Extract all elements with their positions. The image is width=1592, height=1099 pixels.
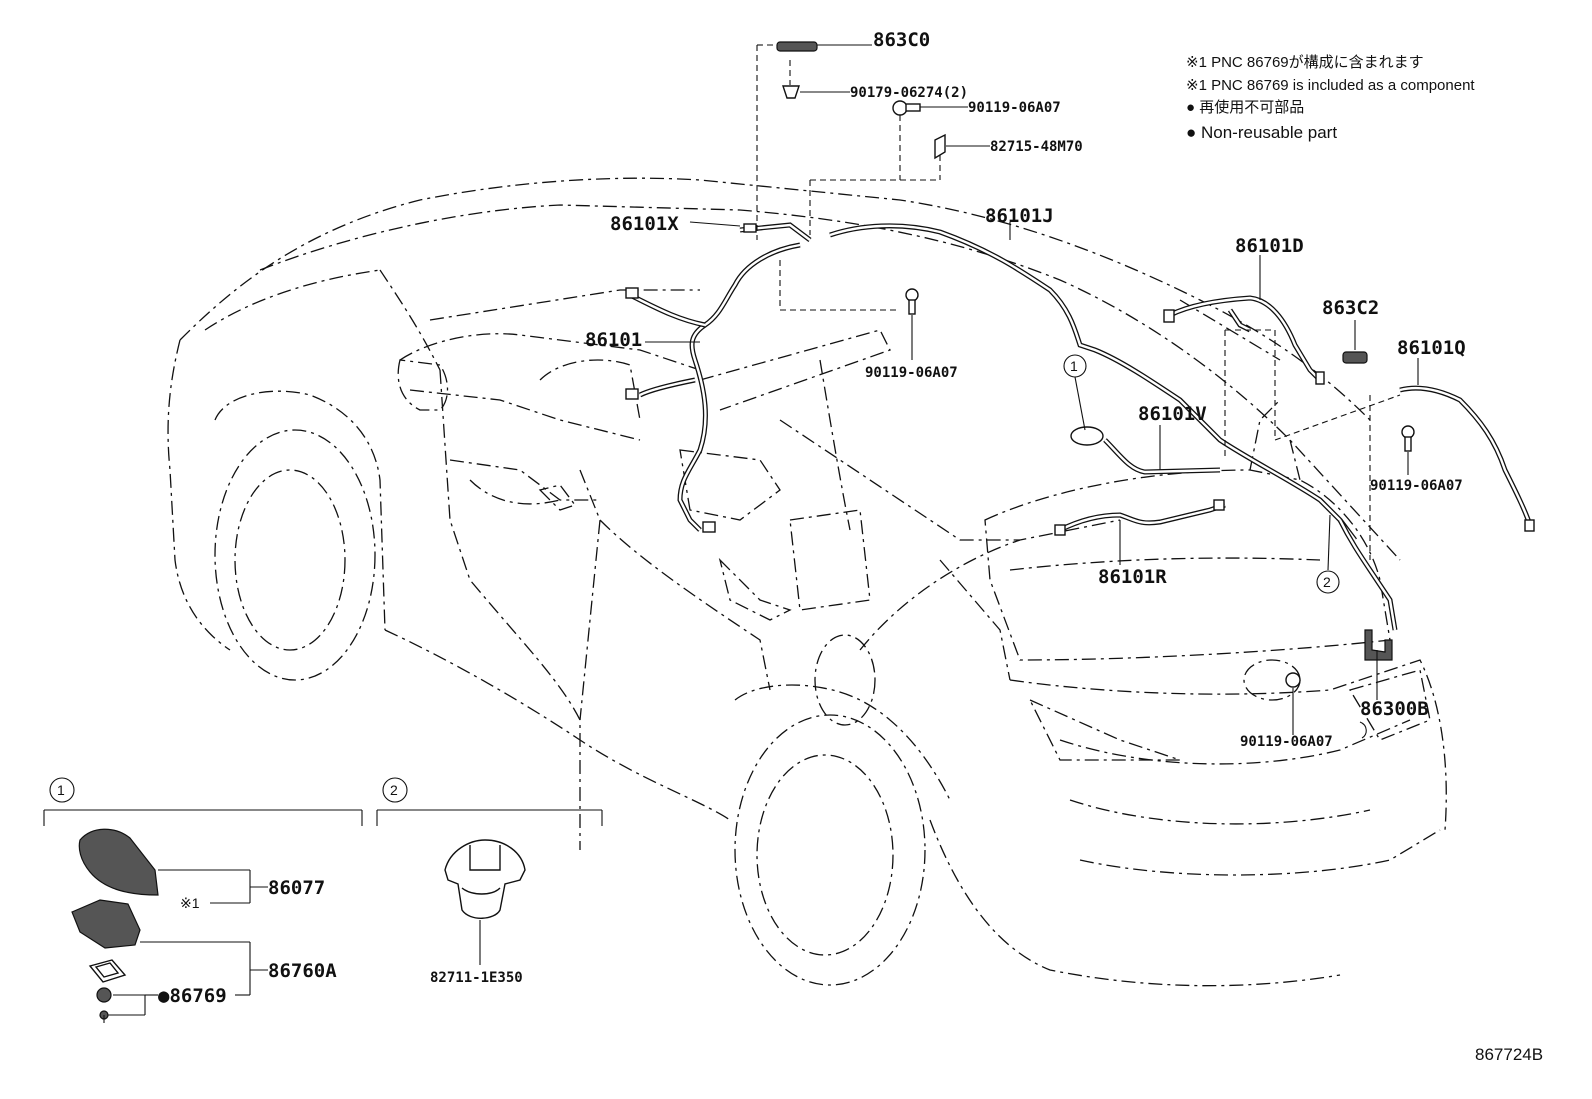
label-86101: 86101 — [585, 329, 642, 351]
note-line-4: ● Non-reusable part — [1186, 123, 1337, 142]
inset-2-number: 2 — [390, 782, 398, 798]
label-86760A: 86760A — [268, 960, 337, 982]
label-86101R: 86101R — [1098, 566, 1167, 588]
label-86101J: 86101J — [985, 205, 1054, 227]
callout-markers — [1063, 354, 1340, 594]
label-82711: 82711-1E350 — [430, 970, 523, 986]
label-86077: 86077 — [268, 877, 325, 899]
clip-82711 — [444, 839, 526, 919]
label-86101D: 86101D — [1235, 235, 1304, 257]
legend-notes: ※1 PNC 86769が構成に含まれます ※1 PNC 86769 is in… — [1186, 54, 1475, 142]
label-86101X: 86101X — [610, 213, 679, 235]
label-82715: 82715-48M70 — [990, 139, 1083, 155]
antenna-cover-86077 — [78, 828, 159, 896]
vehicle-outline — [167, 177, 1447, 987]
part-labels: 863C0 90179-06274(2) 90119-06A07 82715-4… — [57, 29, 1543, 1064]
label-90179: 90179-06274(2) — [850, 85, 968, 101]
label-86101Q: 86101Q — [1397, 337, 1466, 359]
label-863C2: 863C2 — [1322, 297, 1379, 319]
inset-2 — [376, 777, 603, 965]
label-note-ref: ※1 — [180, 895, 200, 911]
callout-2-number: 2 — [1323, 574, 1331, 590]
label-86101V: 86101V — [1138, 403, 1207, 425]
diagram-id: 867724B — [1475, 1045, 1543, 1064]
inset-1 — [43, 777, 363, 1023]
note-line-1: ※1 PNC 86769が構成に含まれます — [1186, 54, 1424, 71]
inset-1-number: 1 — [57, 782, 65, 798]
label-90119-mid: 90119-06A07 — [865, 365, 958, 381]
label-863C0: 863C0 — [873, 29, 930, 51]
note-line-3: ● 再使用不可部品 — [1186, 99, 1304, 116]
callout-1-number: 1 — [1070, 358, 1078, 374]
hardware-parts — [625, 41, 1535, 688]
label-90119-right: 90119-06A07 — [1370, 478, 1463, 494]
antenna-body-86760A — [71, 899, 141, 949]
leader-lines — [645, 44, 1419, 739]
label-86769: ●86769 — [158, 985, 227, 1007]
label-86300B: 86300B — [1360, 698, 1429, 720]
label-90119-rear: 90119-06A07 — [1240, 734, 1333, 750]
note-line-2: ※1 PNC 86769 is included as a component — [1186, 77, 1475, 94]
label-90119-top: 90119-06A07 — [968, 100, 1061, 116]
